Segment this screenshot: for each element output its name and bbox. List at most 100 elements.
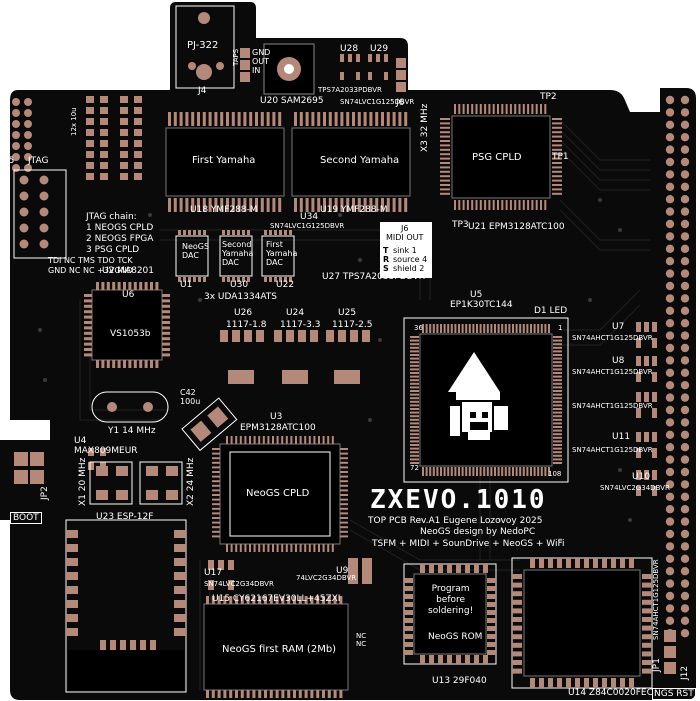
jtag-pin bbox=[39, 207, 49, 217]
midi-pins: sink 1 source 4 shield 2 bbox=[393, 246, 428, 273]
jp1-pads bbox=[664, 630, 676, 674]
header-pin bbox=[24, 98, 32, 106]
u7-label: U7 bbox=[612, 322, 625, 332]
chip-pin bbox=[162, 337, 170, 341]
plcc-pin bbox=[642, 574, 652, 579]
chip-pin bbox=[249, 544, 251, 552]
chip-pin bbox=[237, 112, 241, 126]
sot-pad bbox=[644, 432, 649, 442]
sot-pad bbox=[652, 356, 657, 366]
plcc-pin bbox=[512, 617, 522, 622]
fpga-pin bbox=[410, 372, 419, 374]
u11-label: U11 bbox=[612, 432, 631, 442]
esp-pad bbox=[174, 628, 186, 636]
chip-pin bbox=[101, 282, 105, 290]
chip-pin bbox=[212, 461, 220, 464]
chip-pin bbox=[208, 198, 212, 212]
chip-pin bbox=[484, 200, 487, 210]
chip-pin bbox=[212, 512, 220, 515]
chip-pin bbox=[212, 475, 220, 478]
u6-label: U6 bbox=[122, 290, 135, 300]
u25-label: U25 bbox=[338, 308, 357, 318]
u5-label: U5 bbox=[470, 290, 483, 300]
chip-pin bbox=[505, 104, 508, 114]
chip-pin bbox=[340, 484, 348, 487]
header-pin bbox=[24, 131, 32, 139]
chip-pin bbox=[317, 112, 321, 126]
chip-pin bbox=[440, 192, 450, 195]
chip-pin bbox=[299, 544, 302, 552]
fpga-pin bbox=[410, 361, 419, 364]
chip-pin bbox=[527, 104, 530, 114]
chip-pin bbox=[212, 448, 220, 450]
plcc-pin bbox=[447, 564, 452, 573]
header-pin bbox=[680, 343, 690, 353]
dac-pin bbox=[269, 230, 272, 235]
plcc-pin bbox=[404, 578, 413, 583]
jtag-pin bbox=[19, 223, 29, 233]
header-pin bbox=[680, 269, 690, 278]
chip-pin bbox=[552, 135, 562, 138]
chip-pin bbox=[112, 282, 116, 290]
u6-part-label: VS1053b bbox=[110, 329, 151, 339]
chip-pin bbox=[133, 282, 137, 290]
dac-pin bbox=[222, 277, 225, 282]
plcc-pin bbox=[642, 651, 652, 657]
header-pin bbox=[665, 542, 675, 551]
chip-pin bbox=[369, 198, 373, 212]
cap-pad bbox=[86, 96, 94, 103]
chip-pin bbox=[458, 104, 461, 114]
chip-pin bbox=[123, 360, 126, 368]
plcc-pin bbox=[487, 586, 496, 591]
fpga-pin bbox=[497, 467, 500, 476]
chip-pin bbox=[381, 198, 384, 212]
cap-pad bbox=[134, 118, 142, 125]
fpga-pin bbox=[522, 467, 525, 476]
plcc-pin bbox=[642, 617, 652, 622]
fpga-pin bbox=[553, 400, 562, 403]
header-pin bbox=[680, 629, 690, 638]
sot-pad bbox=[636, 470, 641, 480]
chip-pin bbox=[235, 436, 238, 444]
ram-pin bbox=[287, 690, 291, 698]
chip-pin bbox=[212, 507, 220, 510]
jtag-pin bbox=[39, 239, 49, 249]
header-pin bbox=[665, 554, 675, 563]
chip-pin bbox=[226, 544, 228, 552]
plcc-pin bbox=[642, 634, 652, 640]
fpga-pin bbox=[410, 368, 419, 371]
chip-pin bbox=[440, 122, 450, 125]
header-pin bbox=[665, 579, 675, 588]
fpga-pin bbox=[476, 467, 478, 476]
chip-pin bbox=[552, 140, 562, 142]
chip-pin bbox=[162, 315, 170, 319]
chip-pin bbox=[155, 282, 159, 290]
plcc-pin bbox=[642, 642, 652, 648]
fpga-pin bbox=[410, 339, 419, 342]
jtag-pins-label: TDI NC TMS TDO TCK GND NC NC +3VGND bbox=[48, 256, 133, 275]
chip-pin bbox=[440, 148, 450, 151]
plcc-pin bbox=[593, 558, 598, 568]
dac-pin bbox=[269, 277, 272, 282]
header-pin bbox=[680, 170, 690, 179]
fpga-pin bbox=[450, 467, 453, 476]
chip-pin bbox=[202, 198, 206, 212]
ram-pin bbox=[269, 596, 273, 604]
fpga-pin bbox=[512, 324, 514, 333]
sot-pad bbox=[636, 356, 641, 366]
plcc-pin bbox=[420, 564, 425, 573]
chip-pin bbox=[117, 360, 121, 368]
fpga-pin bbox=[432, 324, 435, 333]
ram-pin bbox=[281, 596, 285, 604]
cap-pad bbox=[100, 151, 108, 158]
chip-pin bbox=[340, 489, 348, 492]
chip-pin bbox=[322, 544, 325, 552]
chip-pin bbox=[458, 200, 461, 210]
plcc-pin bbox=[566, 558, 571, 568]
tp1-label: TP1 bbox=[552, 152, 569, 162]
plcc-pin bbox=[620, 678, 625, 688]
chip-pin bbox=[290, 436, 293, 444]
chip-pin bbox=[311, 112, 315, 126]
chip-pin bbox=[340, 535, 348, 538]
chip-pin bbox=[139, 360, 143, 368]
